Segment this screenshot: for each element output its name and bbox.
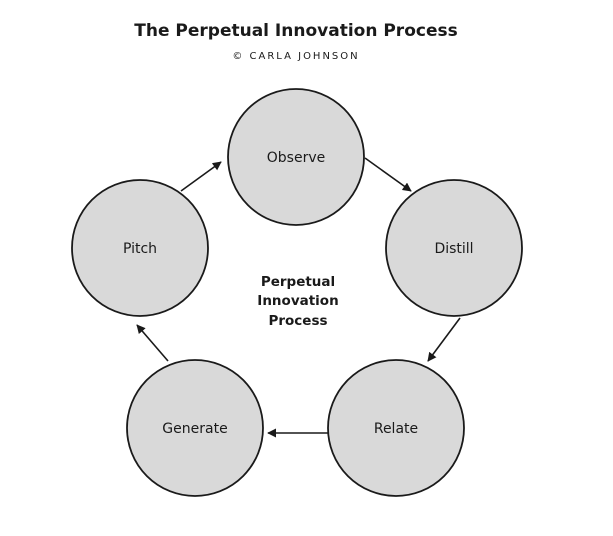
node-circle-pitch: [71, 179, 209, 317]
node-circle-observe: [227, 88, 365, 226]
node-label-observe: Observe: [267, 150, 325, 166]
arrow-pitch-observe: [180, 161, 222, 192]
node-label-generate: Generate: [162, 421, 227, 437]
node-relate: Relate: [327, 359, 465, 497]
center-label-line-3: Process: [268, 313, 327, 329]
node-observe: Observe: [227, 88, 365, 226]
node-circle-relate: [327, 359, 465, 497]
node-circle-distill: [385, 179, 523, 317]
center-label-line-1: Perpetual: [261, 274, 335, 290]
node-label-relate: Relate: [374, 421, 418, 437]
arrow-distill-relate: [427, 317, 461, 362]
center-label-line-2: Innovation: [257, 293, 338, 309]
node-distill: Distill: [385, 179, 523, 317]
diagram-copyright: © CARLA JOHNSON: [232, 51, 359, 62]
cycle-arrows: [136, 157, 461, 438]
diagram-title: The Perpetual Innovation Process: [134, 21, 457, 41]
node-pitch: Pitch: [71, 179, 209, 317]
node-generate: Generate: [126, 359, 264, 497]
center-label: Perpetual Innovation Process: [257, 274, 338, 329]
node-label-distill: Distill: [434, 241, 473, 257]
arrow-observe-distill: [364, 157, 412, 192]
node-circle-generate: [126, 359, 264, 497]
arrow-generate-pitch: [136, 324, 169, 362]
node-label-pitch: Pitch: [123, 241, 157, 257]
